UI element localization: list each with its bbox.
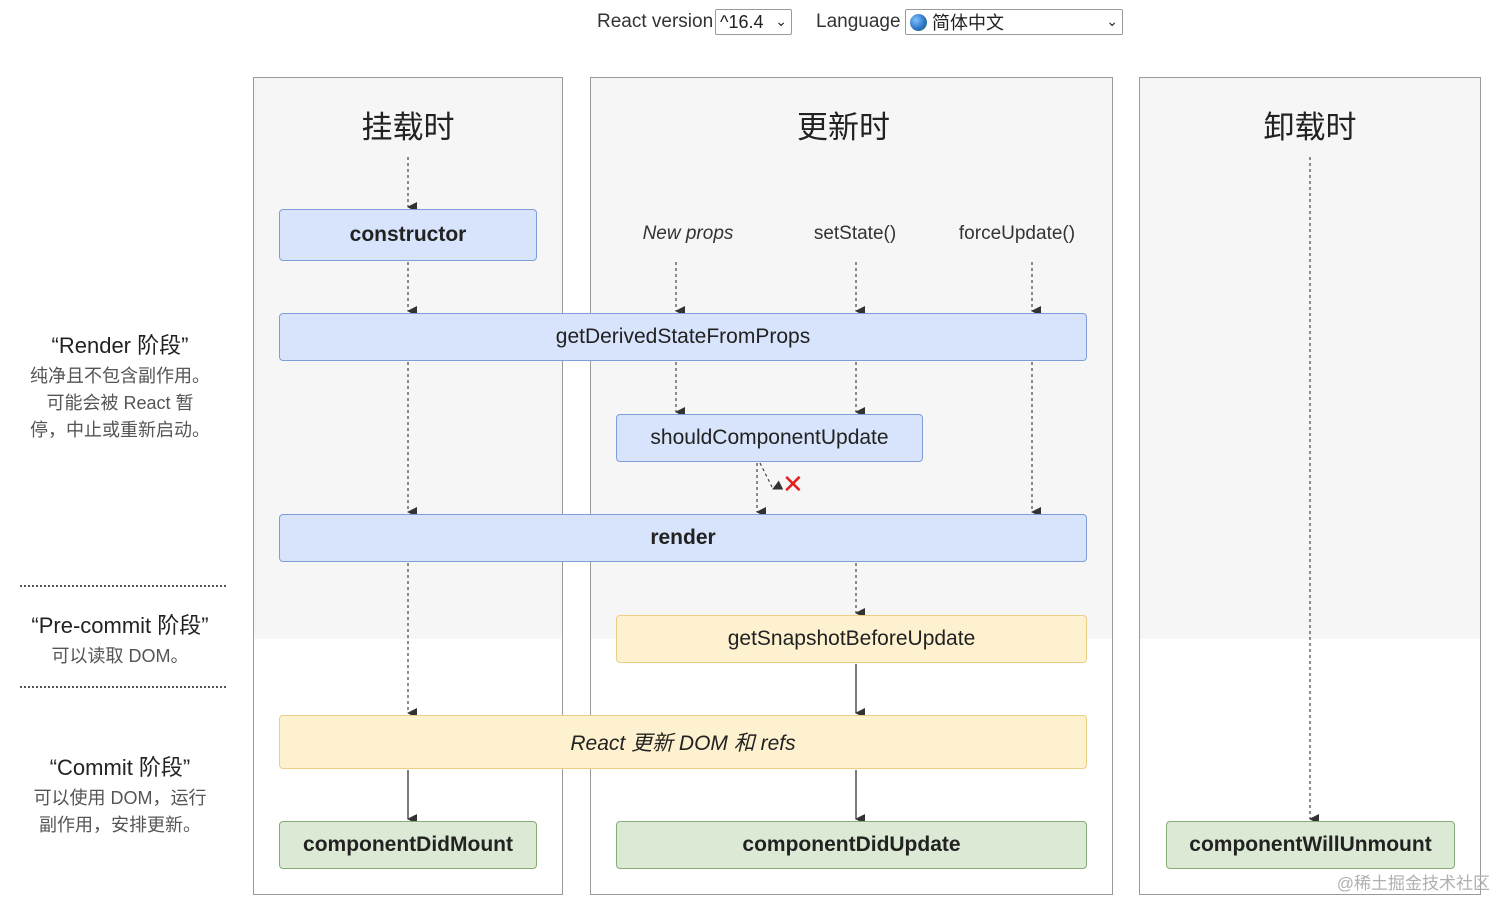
render-phase-description: 纯净且不包含副作用。 可能会被 React 暂 停，中止或重新启动。 <box>30 366 210 440</box>
chevron-down-icon: ⌄ <box>1106 14 1118 30</box>
render-phase-title: “Render 阶段” <box>51 333 189 358</box>
should-component-update-box: shouldComponentUpdate <box>616 414 923 462</box>
update-column-title: 更新时 <box>797 110 890 146</box>
mount-column: 挂载时 <box>253 77 563 895</box>
watermark: @稀土掘金技术社区 <box>1336 874 1490 893</box>
render-box: render <box>279 514 1087 562</box>
force-update-trigger: forceUpdate() <box>958 223 1076 244</box>
mount-column-title: 挂载时 <box>361 110 455 146</box>
language-label: Language <box>816 11 901 32</box>
precommit-phase-title: “Pre-commit 阶段” <box>31 613 209 638</box>
commit-phase-description: 可以使用 DOM，运行 副作用，安排更新。 <box>33 788 207 835</box>
language-select[interactable]: 简体中文 ⌄ <box>905 9 1123 35</box>
phase-separator <box>20 585 226 587</box>
react-version-value: ^16.4 <box>720 11 764 32</box>
globe-icon <box>910 13 927 31</box>
commit-phase-title: “Commit 阶段” <box>49 755 191 780</box>
react-updates-dom-box: React 更新 DOM 和 refs <box>279 715 1087 769</box>
get-derived-state-from-props-box: getDerivedStateFromProps <box>279 313 1087 361</box>
constructor-box: constructor <box>279 209 537 261</box>
unmount-column: 卸载时 <box>1139 77 1481 895</box>
language-value: 简体中文 <box>932 13 1004 33</box>
update-column: 更新时 <box>590 77 1113 895</box>
component-did-mount-box: componentDidMount <box>279 821 537 869</box>
get-snapshot-before-update-box: getSnapshotBeforeUpdate <box>616 615 1087 663</box>
phase-separator <box>20 686 226 688</box>
precommit-phase-description: 可以读取 DOM。 <box>51 646 189 666</box>
set-state-trigger: setState() <box>813 223 897 244</box>
unmount-column-title: 卸载时 <box>1263 110 1357 146</box>
react-version-label: React version <box>597 11 714 32</box>
component-did-update-box: componentDidUpdate <box>616 821 1087 869</box>
new-props-trigger: New props <box>642 223 734 244</box>
cancel-x-icon: ✕ <box>782 470 804 500</box>
chevron-down-icon: ⌄ <box>775 14 787 30</box>
react-version-select[interactable]: ^16.4 ⌄ <box>715 9 792 35</box>
component-will-unmount-box: componentWillUnmount <box>1166 821 1455 869</box>
